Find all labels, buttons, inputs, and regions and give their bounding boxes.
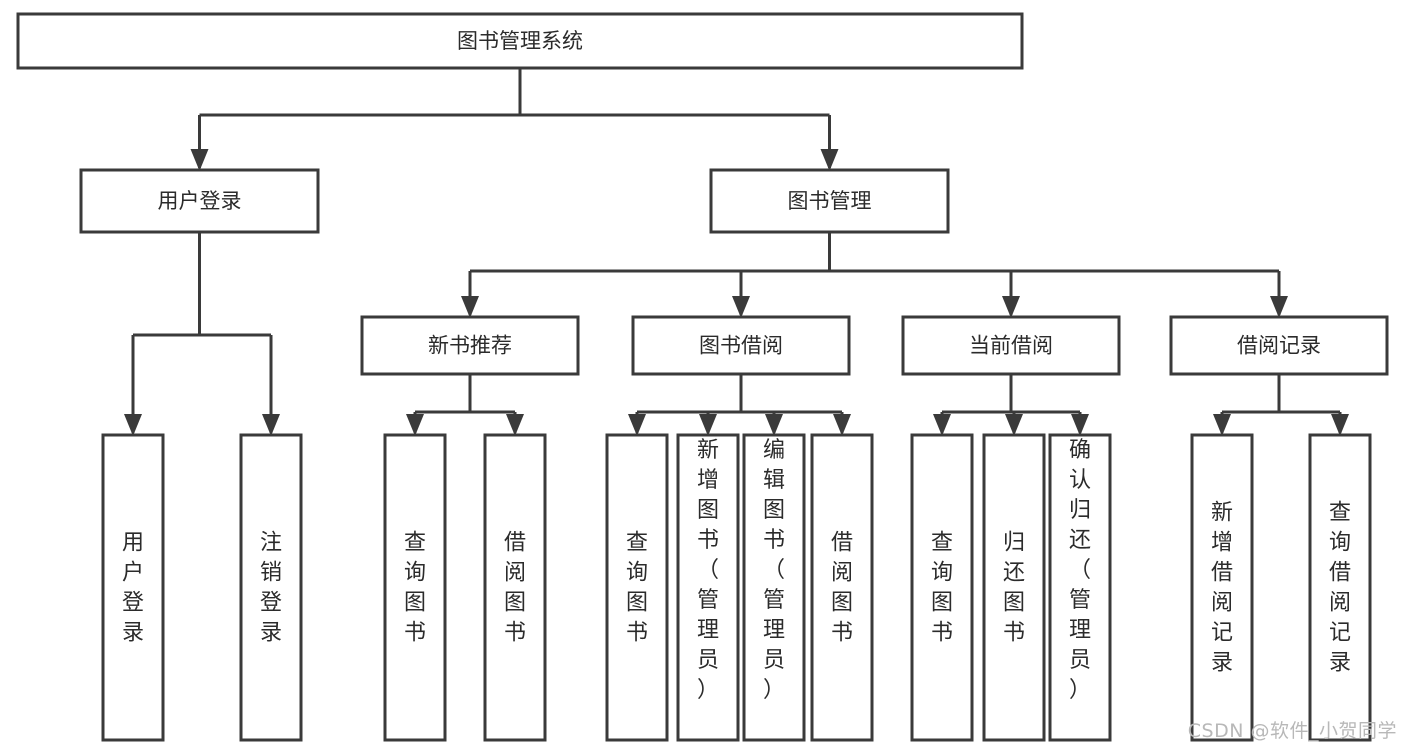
node-leaf-logout-login-label: 注销登录 bbox=[260, 531, 282, 646]
node-leaf-query-book-3-box[interactable] bbox=[910, 433, 974, 742]
arrow-head-icon bbox=[732, 296, 750, 318]
node-leaf-query-book-2-box[interactable] bbox=[605, 433, 669, 742]
node-current-borrow-label: 当前借阅 bbox=[969, 334, 1053, 358]
node-leaf-borrow-book-2[interactable]: 借阅图书 bbox=[810, 433, 874, 742]
node-leaf-edit-book-admin-label: 编辑图书（管理员） bbox=[763, 438, 785, 703]
node-leaf-query-book-1-box[interactable] bbox=[383, 433, 447, 742]
arrow-head-icon bbox=[506, 414, 524, 436]
node-leaf-borrow-book-1-box[interactable] bbox=[483, 433, 547, 742]
node-user-login-box[interactable] bbox=[79, 168, 320, 234]
connectors-layer bbox=[124, 68, 1349, 436]
node-title-box[interactable] bbox=[16, 12, 1024, 70]
node-book-borrow-box[interactable] bbox=[631, 315, 851, 376]
node-leaf-add-book-admin-box[interactable] bbox=[676, 433, 740, 742]
node-new-book-recommend[interactable]: 新书推荐 bbox=[360, 315, 580, 376]
node-title-label: 图书管理系统 bbox=[457, 29, 583, 53]
arrow-head-icon bbox=[1213, 414, 1231, 436]
node-leaf-query-book-2-label: 查询图书 bbox=[626, 531, 648, 646]
arrow-head-icon bbox=[765, 414, 783, 436]
node-leaf-user-login-label: 用户登录 bbox=[122, 531, 144, 646]
nodes-layer: 图书管理系统用户登录图书管理新书推荐图书借阅当前借阅借阅记录用户登录注销登录查询… bbox=[16, 12, 1389, 742]
node-leaf-query-borrow-record-box[interactable] bbox=[1308, 433, 1372, 742]
node-leaf-borrow-book-1[interactable]: 借阅图书 bbox=[483, 433, 547, 742]
arrow-head-icon bbox=[190, 149, 209, 171]
arrow-head-icon bbox=[628, 414, 646, 436]
node-leaf-user-login-box[interactable] bbox=[101, 433, 165, 742]
node-leaf-query-book-3-label: 查询图书 bbox=[931, 531, 953, 646]
node-user-login[interactable]: 用户登录 bbox=[79, 168, 320, 234]
node-user-login-label: 用户登录 bbox=[158, 189, 242, 213]
node-book-manage-label: 图书管理 bbox=[788, 189, 872, 213]
node-leaf-edit-book-admin[interactable]: 编辑图书（管理员） bbox=[742, 433, 806, 742]
node-leaf-user-login[interactable]: 用户登录 bbox=[101, 433, 165, 742]
node-new-book-recommend-box[interactable] bbox=[360, 315, 580, 376]
node-leaf-add-borrow-record[interactable]: 新增借阅记录 bbox=[1190, 433, 1254, 742]
node-leaf-confirm-return-admin-label: 确认归还（管理员） bbox=[1069, 438, 1091, 703]
node-leaf-borrow-book-2-label: 借阅图书 bbox=[831, 531, 853, 646]
node-new-book-recommend-label: 新书推荐 bbox=[428, 334, 512, 358]
node-title[interactable]: 图书管理系统 bbox=[16, 12, 1024, 70]
arrow-head-icon bbox=[820, 149, 839, 171]
arrow-head-icon bbox=[1270, 296, 1288, 318]
node-leaf-query-borrow-record[interactable]: 查询借阅记录 bbox=[1308, 433, 1372, 742]
node-leaf-add-borrow-record-box[interactable] bbox=[1190, 433, 1254, 742]
arrow-head-icon bbox=[699, 414, 717, 436]
node-book-borrow-label: 图书借阅 bbox=[699, 334, 783, 358]
node-leaf-add-borrow-record-label: 新增借阅记录 bbox=[1211, 501, 1233, 676]
node-leaf-confirm-return-admin-box[interactable] bbox=[1048, 433, 1112, 742]
node-leaf-return-book[interactable]: 归还图书 bbox=[982, 433, 1046, 742]
node-leaf-add-book-admin[interactable]: 新增图书（管理员） bbox=[676, 433, 740, 742]
node-book-borrow[interactable]: 图书借阅 bbox=[631, 315, 851, 376]
arrow-head-icon bbox=[1331, 414, 1349, 436]
node-leaf-query-book-3[interactable]: 查询图书 bbox=[910, 433, 974, 742]
node-leaf-logout-login-box[interactable] bbox=[239, 433, 303, 742]
node-leaf-confirm-return-admin[interactable]: 确认归还（管理员） bbox=[1048, 433, 1112, 742]
node-leaf-query-book-2[interactable]: 查询图书 bbox=[605, 433, 669, 742]
arrow-head-icon bbox=[1005, 414, 1023, 436]
node-borrow-record[interactable]: 借阅记录 bbox=[1169, 315, 1389, 376]
arrow-head-icon bbox=[406, 414, 424, 436]
node-leaf-return-book-label: 归还图书 bbox=[1003, 531, 1025, 646]
node-book-manage[interactable]: 图书管理 bbox=[709, 168, 950, 234]
node-leaf-query-borrow-record-label: 查询借阅记录 bbox=[1329, 501, 1351, 676]
arrow-head-icon bbox=[833, 414, 851, 436]
node-leaf-add-book-admin-label: 新增图书（管理员） bbox=[697, 438, 719, 703]
arrow-head-icon bbox=[1071, 414, 1089, 436]
node-leaf-return-book-box[interactable] bbox=[982, 433, 1046, 742]
arrow-head-icon bbox=[933, 414, 951, 436]
node-leaf-logout-login[interactable]: 注销登录 bbox=[239, 433, 303, 742]
arrow-head-icon bbox=[262, 414, 280, 436]
node-leaf-borrow-book-2-box[interactable] bbox=[810, 433, 874, 742]
arrow-head-icon bbox=[461, 296, 479, 318]
arrow-head-icon bbox=[1002, 296, 1020, 318]
node-leaf-query-book-1[interactable]: 查询图书 bbox=[383, 433, 447, 742]
node-borrow-record-label: 借阅记录 bbox=[1237, 334, 1321, 358]
node-leaf-query-book-1-label: 查询图书 bbox=[404, 531, 426, 646]
node-leaf-borrow-book-1-label: 借阅图书 bbox=[504, 531, 526, 646]
arrow-head-icon bbox=[124, 414, 142, 436]
node-borrow-record-box[interactable] bbox=[1169, 315, 1389, 376]
node-book-manage-box[interactable] bbox=[709, 168, 950, 234]
node-current-borrow[interactable]: 当前借阅 bbox=[901, 315, 1121, 376]
node-leaf-edit-book-admin-box[interactable] bbox=[742, 433, 806, 742]
node-current-borrow-box[interactable] bbox=[901, 315, 1121, 376]
